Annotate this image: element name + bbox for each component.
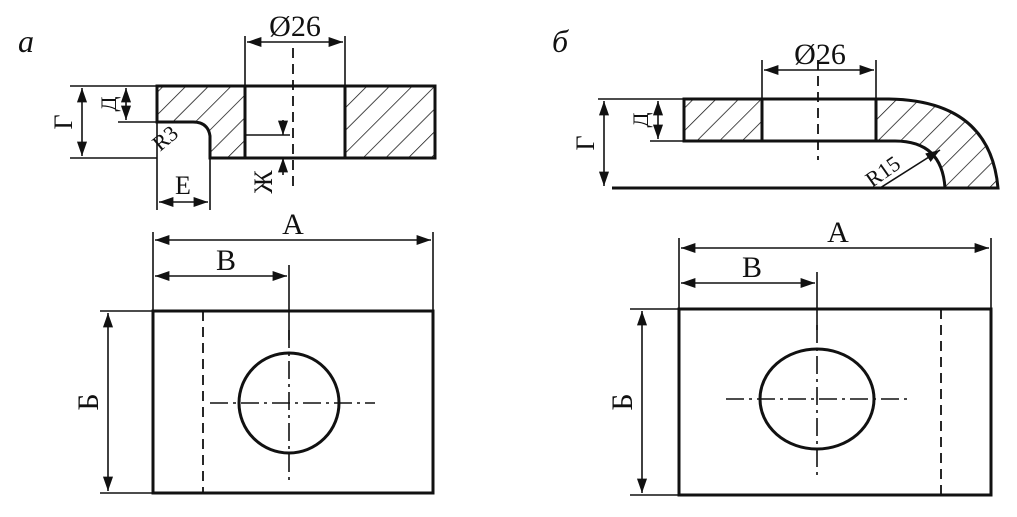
- view-a-e-label: Е: [175, 171, 191, 200]
- view-b-section-right-hatch: [874, 97, 1000, 190]
- view-a-g-label: Г: [49, 114, 78, 129]
- view-a-diameter-label: Ø26: [269, 10, 321, 43]
- view-b-section-left-hatch: [682, 97, 764, 143]
- view-b-section: Ø26 Г Д R15: [571, 38, 1000, 193]
- view-b-label: б: [552, 23, 569, 59]
- view-b-g-label: Г: [571, 135, 600, 150]
- view-a-section: Ø26 Г Д R3 Е Ж: [49, 10, 437, 210]
- view-a: а Ø26 Г Д R3: [18, 10, 437, 495]
- view-b-d-label: Д: [628, 112, 653, 127]
- view-b-plan-outline: [677, 307, 993, 497]
- view-b-v-label: В: [742, 251, 762, 284]
- view-a-d-label: Д: [96, 96, 121, 111]
- view-b-bore: [760, 97, 878, 143]
- view-a-bore: [243, 84, 347, 160]
- view-a-zh-label: Ж: [249, 170, 278, 194]
- view-a-radius-label: R3: [147, 120, 183, 156]
- view-b-diameter-label: Ø26: [794, 38, 846, 71]
- view-a-section-right-hatch: [343, 84, 437, 160]
- view-a-label: а: [18, 23, 34, 59]
- view-a-plan-outline: [151, 309, 435, 495]
- view-b: б Ø26 Г Д R15: [552, 23, 1000, 497]
- view-b-a-label: А: [827, 216, 849, 249]
- view-a-plan: А В Б: [72, 208, 435, 495]
- view-b-radius-leader: [879, 149, 941, 189]
- view-a-a-label: А: [282, 208, 304, 241]
- view-b-plan: А В Б: [606, 216, 993, 497]
- view-b-radius-label: R15: [861, 151, 905, 193]
- view-a-v-label: В: [216, 244, 236, 277]
- view-b-b-label: Б: [606, 393, 639, 410]
- view-a-section-left-hatch: [155, 84, 247, 160]
- view-a-b-label: Б: [72, 393, 105, 410]
